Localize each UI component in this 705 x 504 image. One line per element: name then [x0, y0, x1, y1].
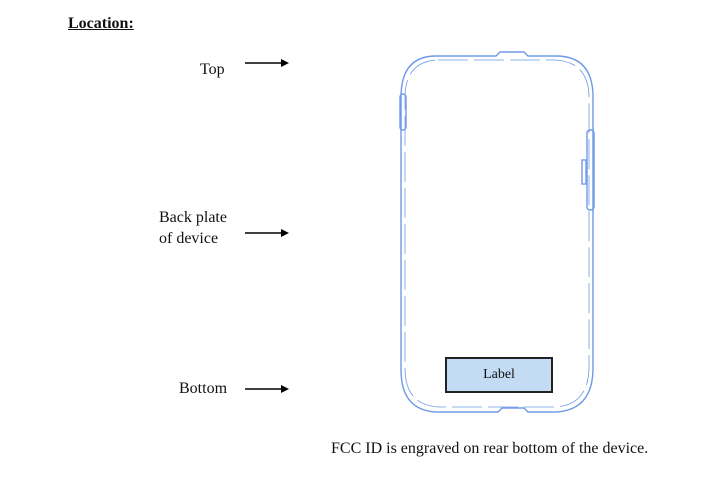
callout-back-plate-line2: of device: [159, 230, 219, 247]
section-heading: Location:: [68, 15, 134, 32]
caption: FCC ID is engraved on rear bottom of the…: [331, 440, 649, 457]
arrow-right-icon: [245, 229, 289, 237]
callout-top-label: Top: [200, 61, 225, 78]
label-area: Label: [445, 357, 553, 393]
device-outline-drawing: [399, 51, 595, 413]
arrow-right-icon: [245, 385, 289, 393]
callout-bottom-label: Bottom: [179, 380, 228, 397]
label-text: Label: [483, 367, 515, 382]
arrow-right-icon: [245, 59, 289, 67]
callout-back-plate-line1: Back plate: [159, 209, 227, 226]
